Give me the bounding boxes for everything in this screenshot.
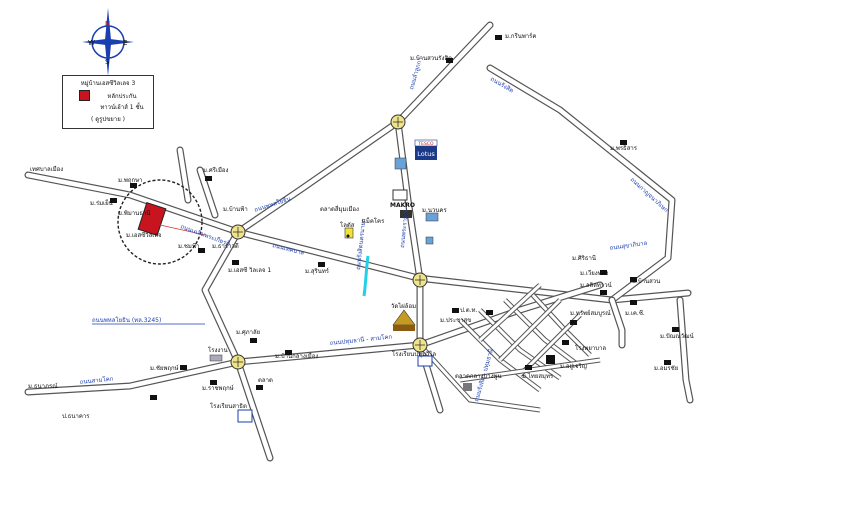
place-label-5: ม.ชมฟ้า [178, 243, 200, 250]
legend-box: หมู่บ้านเอสซีวิลเลจ 3 หลักประกัน ทาวน์เฮ… [62, 75, 154, 129]
legend-title: หมู่บ้านเอสซีวิลเลจ 3 [80, 80, 136, 87]
legend-line3: ( ดูรูปขยาย ) [91, 116, 125, 123]
place-label-32: ม.ราชพฤกษ์ [202, 384, 234, 392]
place-label-11: ม.บ้านสวนรังสิต [410, 55, 452, 62]
makro-text: MAKRO [390, 202, 415, 209]
compass-north: N [105, 20, 110, 28]
legend-line2: ทาวน์เฮ้าส์ 1 ชั้น [100, 104, 144, 111]
place-label-27: แม็คโคร [362, 216, 385, 225]
place-label-8: ม.เอสซีวิลเลจ [126, 231, 162, 239]
place-label-28: ตลาดสี่มุมเมือง [320, 205, 359, 213]
place-label-26: โลตัส [340, 221, 355, 229]
roundabout-south [412, 337, 428, 353]
compass-rose: N S W E [82, 8, 134, 76]
place-label-29: โรงพยาบาล [575, 344, 606, 352]
place-label-40: ม.ไทยสมุทร [522, 372, 554, 380]
road-label-11: ถนนปทุมธานี - สามโคก [329, 332, 392, 347]
lotus-text: Lotus [417, 150, 435, 158]
place-label-37: ป.ธนาคาร [62, 413, 90, 420]
place-label-36: ตลาด [258, 377, 273, 384]
property-zoom-circle [117, 179, 203, 265]
roundabout-north [390, 114, 406, 130]
road-south-west [24, 281, 604, 396]
place-label-9: ม.สุรินทร์ [305, 267, 330, 275]
place-label-14: ม.ศิริธานี [572, 254, 596, 262]
place-label-23: ตลาดกลางบางพูน [455, 373, 502, 380]
poi-icons [110, 35, 679, 423]
place-label-16: ม.ลลิลทาวน์ [580, 281, 612, 289]
place-label-7: ม.เอสซี วิลเลจ 1 [228, 266, 271, 274]
place-label-18: ม.ทรัพย์สมบูรณ์ [570, 309, 611, 317]
road-label-9: ถนนพระราม 5 [399, 209, 410, 248]
place-label-19: ม.เค.ซี. [625, 309, 645, 317]
place-label-6: ม.ธาราวดี [212, 242, 239, 250]
town-street-grid [418, 283, 601, 413]
temple-icon [392, 309, 416, 326]
place-label-25: ม.อยู่เจริญ [560, 363, 587, 370]
legend-line1: หลักประกัน [107, 93, 137, 100]
place-label-39: ม.ประชาสุข [440, 317, 471, 324]
place-label-10: ม.บ้านฟ้า [223, 206, 248, 213]
property-marker[interactable] [137, 201, 167, 237]
place-label-15: ม.เวียงทอง [580, 269, 608, 277]
roundabout-center-west [230, 224, 246, 240]
place-label-34: โรงเรียนสาธิต [210, 402, 247, 410]
compass-south: S [105, 58, 110, 66]
place-label-42: ม.ธนาภรณ์ [28, 382, 58, 390]
place-label-24: โรงเรียนปทุมวิไล [392, 350, 436, 358]
place-label-31: ม.บ้านกลางเมือง [275, 352, 318, 360]
tesco-lotus-logo: TESCO Lotus [414, 139, 438, 160]
place-label-22: วัดไผ่ล้อม [391, 302, 416, 310]
place-label-41: ม.นวนคร [422, 207, 447, 214]
place-labels: ม.ร่มเย็น ม.พฤกษา ม.พิมานธานี ม.ศรีเมือง… [28, 32, 694, 420]
compass-west: W [88, 39, 95, 47]
place-label-2: ม.พิมานธานี [118, 209, 150, 217]
place-label-38: ป.ต.ท. [460, 307, 477, 314]
road-east-curve [486, 64, 676, 304]
road-label-8: ถนนสามโคก [79, 374, 114, 386]
place-label-21: ม.อมรชัย [654, 365, 678, 372]
place-label-20: ม.ปัณณวัฒน์ [660, 332, 694, 340]
roundabout-south-west [230, 354, 246, 370]
place-label-12: ม.กรีนพาร์ค [505, 32, 536, 40]
place-label-13: ม.พรธิสาร [610, 145, 638, 152]
road-label-6: ถนนสุขาภิบาล [609, 240, 648, 252]
compass-east: E [123, 39, 127, 47]
place-label-30: ม.ศุภาลัย [236, 329, 260, 336]
tesco-text: TESCO [417, 141, 434, 147]
road-label-7: ถนนพหลโยธิน (ทล.3245) [92, 316, 161, 324]
place-label-3: ม.ศรีเมือง [203, 166, 229, 174]
property-pointer [159, 224, 206, 236]
place-label-0: ม.ร่มเย็น [90, 198, 113, 207]
place-label-1: ม.พฤกษา [118, 177, 142, 184]
place-label-17: ม.บ้านสวน [632, 278, 660, 285]
place-label-35: โรงงาน [208, 346, 228, 354]
place-label-4: เทศบาลเมือง [30, 165, 63, 173]
place-label-33: ม.ชัยพฤกษ์ [150, 364, 179, 372]
roundabout-center [412, 272, 428, 288]
canal [362, 255, 370, 297]
legend-red-square [79, 90, 90, 101]
